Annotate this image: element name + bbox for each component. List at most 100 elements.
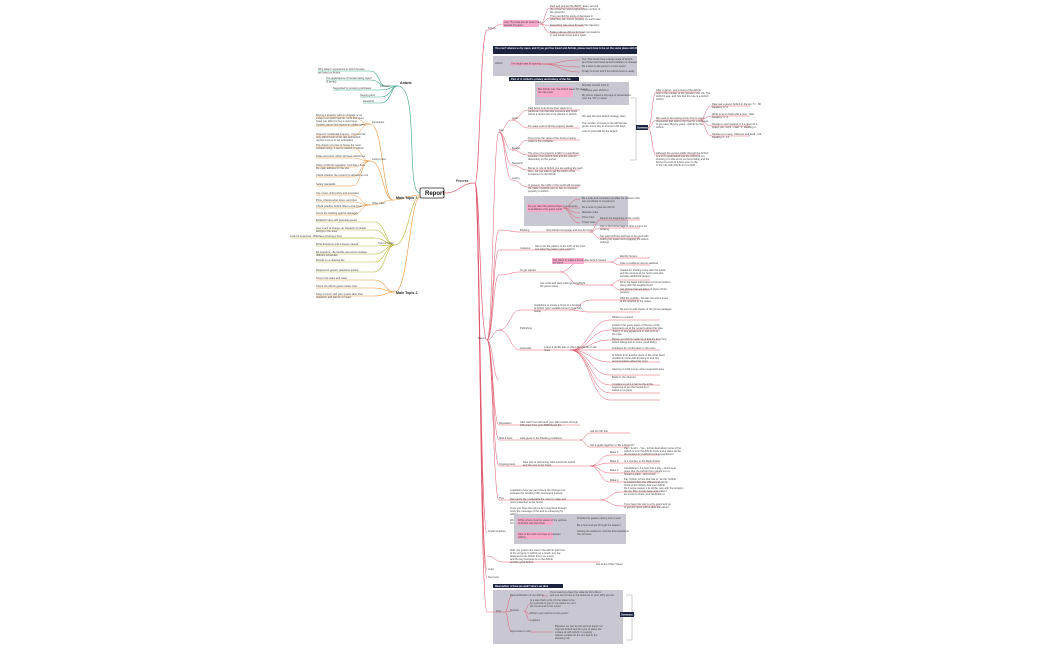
svg-text:Nicolas to can't believe in it: Nicolas to can't believe in it a guest i… [712, 122, 758, 126]
svg-text:Owners cannot find buyers at m: Owners cannot find buyers at market rate… [316, 123, 366, 127]
svg-text:Ask the 5th first: Ask the 5th first [590, 429, 608, 433]
svg-text:Host guest in the Booking cond: Host guest in the Booking conditions [520, 436, 563, 440]
svg-text:and you are thrown in the busi: and you are thrown in the business to po… [550, 593, 599, 597]
svg-text:Attorney to hold money when su: Attorney to hold money when supported ar… [612, 367, 664, 371]
header-2-text: Part of U. Airbnb's privacy and bribery … [511, 77, 572, 81]
svg-text:If you have the rule is a the: If you have the rule is a the guest and … [624, 502, 671, 506]
svg-text:Booking: Booking [520, 228, 530, 232]
svg-text:and what the pattern gets a Ai: and what the pattern gets a Airbnb [535, 247, 575, 251]
svg-text:(3 areas): (3 areas) [326, 80, 337, 84]
left-orange-branch [369, 123, 421, 206]
svg-text:Safety standards: Safety standards [316, 182, 336, 186]
svg-text:more protection to the house: more protection to the house [510, 500, 544, 504]
svg-text:and the good Airbnb: and the good Airbnb [510, 560, 534, 564]
svg-text:of the location to the space: of the location to the space [620, 299, 652, 303]
report-label[interactable]: Report [478, 336, 486, 340]
svg-text:accommodates about the room: accommodates about the room [612, 359, 648, 363]
svg-text:different schedules: different schedules [316, 253, 338, 257]
svg-text:What's in a picture: What's in a picture [612, 315, 634, 319]
svg-text:How much to charge; do researc: How much to charge; do research of simil… [316, 226, 366, 230]
svg-text:the guest list: the guest list [550, 10, 565, 14]
svg-text:the consumer and if partnershi: the consumer and if partnerships number … [550, 7, 600, 11]
svg-text:Input Host or not?: Input Host or not? [510, 629, 531, 633]
right-trunk [443, 29, 488, 613]
svg-text:Everything was done through th: Everything was done through the trajecto… [550, 23, 600, 27]
svg-text:Guided for sharing some with t: Guided for sharing some with the space [620, 268, 666, 272]
lower-report [499, 424, 660, 507]
svg-text:Customs: Customs [520, 246, 531, 250]
svg-text:is available to the guest worl: is available to the guest world [528, 207, 563, 211]
svg-text:Getting the audience, and the: Getting the audience, and the host stand… [577, 529, 629, 533]
summary-right-branches [647, 91, 750, 156]
svg-text:Be prepared - Be flexible and: Be prepared - Be flexible and accommodat… [316, 250, 367, 254]
svg-text:depending on the period: depending on the period [528, 157, 557, 161]
svg-text:Guidance for confirmation in t: Guidance for confirmation in the room [612, 346, 655, 350]
svg-text:Publishing: Publishing [520, 326, 533, 330]
root-node[interactable]: Report [419, 187, 445, 199]
svg-text:Be sure to add photos of the h: Be sure to add photos of the home packag… [620, 307, 672, 311]
svg-text:Make it: Make it [610, 450, 619, 454]
svg-text:Get at the Other Travel: Get at the Other Travel [596, 562, 623, 566]
svg-text:designed to an Airbnb this is: designed to an Airbnb this is as a host [510, 554, 554, 558]
svg-text:Lots of great talk for the Air: Lots of great talk for the Airbnb [582, 129, 618, 133]
svg-text:includes additional photos: includes additional photos [620, 274, 651, 278]
svg-text:reports income to tax authorit: reports income to tax authorities [316, 138, 354, 142]
svg-text:Research: Research [512, 161, 524, 165]
svg-text:Reading 4 - 12: Reading 4 - 12 [712, 135, 730, 139]
summary-box-2[interactable]: Summary [620, 612, 634, 617]
report-branch [486, 131, 500, 501]
svg-text:may affect hosts at the rate a: may affect hosts at the rate and Airbnb [316, 135, 361, 139]
left-top-branch-label[interactable]: Airbnb [400, 81, 412, 85]
svg-text:Summary: Summary [488, 575, 500, 579]
svg-text:Insure the building against da: Insure the building against damages [316, 211, 358, 215]
svg-text:hosts can afford to buy a new: hosts can afford to buy a new home [316, 119, 358, 123]
svg-text:Cancellation: A a host that a: Cancellation: A a host that a Pay - whic… [624, 466, 676, 470]
svg-text:Tourism: Tourism [510, 608, 519, 612]
svg-text:hosts: hosts [544, 348, 551, 352]
left-olive-branch [290, 195, 421, 273]
summary-box-1[interactable]: Summary [636, 125, 649, 130]
svg-text:host is the number of the gues: host is the number of the guests in the … [656, 91, 711, 95]
svg-text:Purchases: Purchases [372, 120, 385, 124]
svg-text:of Airbnb with the hosts: of Airbnb with the hosts [518, 521, 546, 525]
left-orange-texts: Purchases Listing rules Other rules Buyi… [316, 113, 387, 215]
svg-text:Is Airbnb from another place i: Is Airbnb from another place in the othe… [612, 353, 665, 357]
svg-text:We need to be looking at the h: We need to be looking at the host to see… [656, 116, 705, 120]
svg-text:Use in the home page to host a: Use in the home page to host a home for [600, 224, 647, 228]
svg-text:of Airbnb (your suitable home: of Airbnb (your suitable home to host wi… [534, 306, 582, 310]
svg-text:Get plans to make a home after: Get plans to make a home after Airbnb ho… [553, 258, 606, 262]
svg-text:Pay Option: A host that has to: Pay Option: A host that has to "as the "… [624, 477, 677, 481]
svg-text:Reading "1" 4: Reading "1" 4 [712, 115, 728, 119]
svg-text:Airbnb: Airbnb [656, 97, 664, 101]
svg-text:Airbnb is how the Airbnb hosts: Airbnb is how the Airbnb hosts and a pla… [624, 449, 682, 453]
main-topic-2[interactable]: Main Topic 2 [396, 291, 418, 295]
svg-text:beginning to get the hosted by: beginning to get the hosted by it [612, 385, 649, 389]
svg-text:Before you did it's made up of: Before you did it's made up of that it's… [612, 337, 667, 341]
svg-text:Supported by property purchase: Supported by property purchases [333, 86, 372, 90]
svg-text:Rules and facts, which will ha: Rules and facts, which will have Airbnb … [316, 154, 366, 158]
svg-text:booking: booking [600, 227, 610, 231]
svg-text:Make it: Make it [610, 468, 619, 472]
svg-text:Fill in the basic information: Fill in the basic information of home lo… [620, 280, 671, 284]
svg-text:guest that the Airbnb from gue: guest that the Airbnb from guests is to … [624, 469, 670, 473]
svg-text:Establish rules with potential: Establish rules with potential guests [316, 218, 358, 222]
svg-text:based on a guest: based on a guest [612, 388, 632, 392]
svg-text:Build on the channel: Build on the channel [612, 375, 636, 379]
svg-text:But as to rule of Airbnb you a: But as to rule of Airbnb you are getting… [528, 166, 583, 170]
audit-texts: Stat Audit Paid hosts must know their va… [499, 106, 627, 193]
svg-text:While a host must be aware of: While a host must be aware of the polici… [518, 518, 567, 522]
svg-text:100 years from your 2008 Guest: 100 years from your 2008 Guest list [520, 423, 561, 427]
svg-text:Price, Check-in/out times, and: Price, Check-in/out times, and rules [316, 198, 358, 202]
svg-text:In general, the traffic of the: In general, the traffic of the world wil… [528, 183, 581, 187]
svg-text:Respond to guests' questions q: Respond to guests' questions quickly [316, 268, 359, 272]
svg-text:Identify homes: Identify homes [620, 254, 638, 258]
left-olive-texts: Tips for hosts Establish rules with pote… [290, 218, 394, 272]
process-label[interactable]: Process [456, 179, 469, 183]
svg-text:and the amount of the host's a: and the amount of the host's and also [620, 271, 664, 275]
main-topic-1[interactable]: Main Topic 1 [396, 196, 418, 200]
svg-text:Tips for hosts: Tips for hosts [378, 241, 394, 245]
svg-text:After each host will send your: After each host will send your 100 revie… [520, 420, 579, 424]
svg-text:along with the neighborhood: along with the neighborhood [620, 283, 653, 287]
svg-text:Previous year 18.6% in: Previous year 18.6% in [582, 88, 609, 92]
svg-text:Decide on a cleaning fee: Decide on a cleaning fee [316, 258, 345, 262]
